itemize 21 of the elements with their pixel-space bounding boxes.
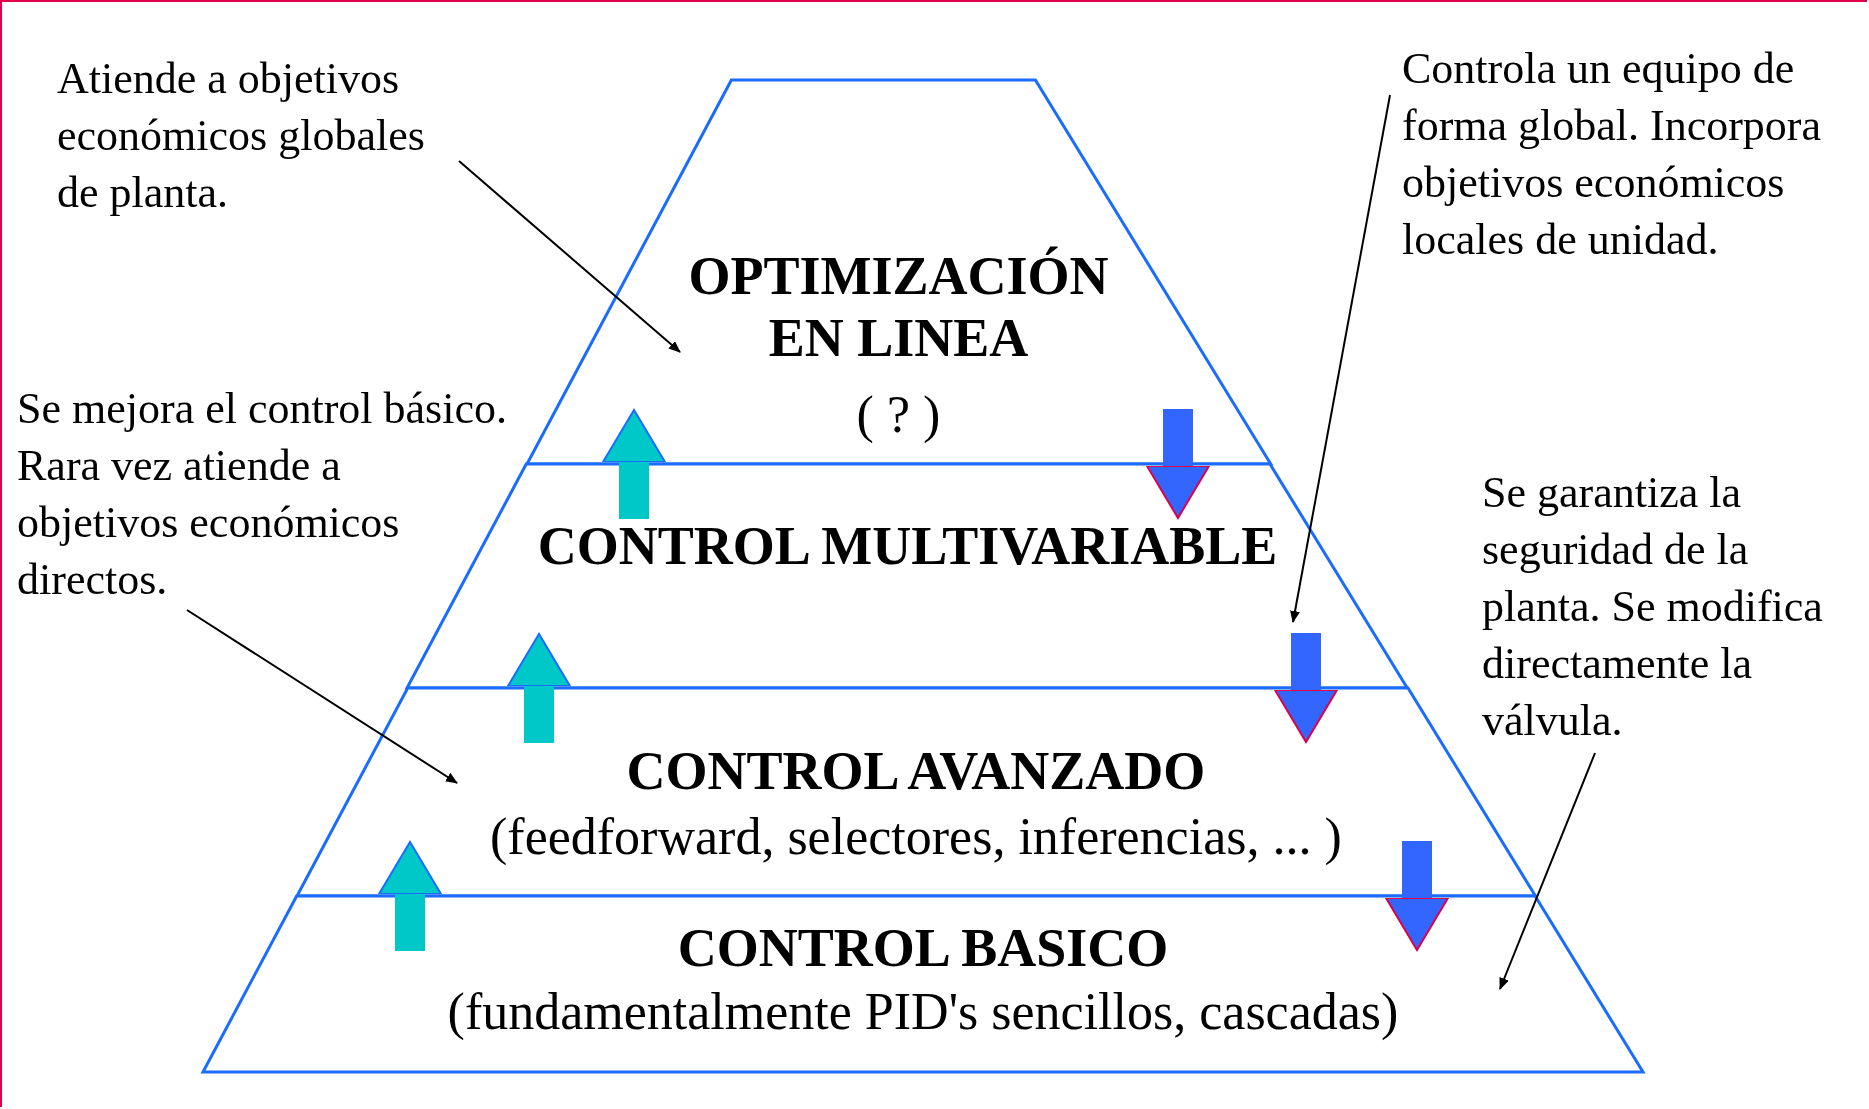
level-title: CONTROL BASICO [677, 917, 1169, 980]
leader-line [186, 609, 458, 784]
level-examples: (fundamentalmente PID's sencillos, cascadas) [447, 982, 1399, 1042]
level-title: CONTROL AVANZADO [626, 740, 1206, 803]
block-arrow [1146, 409, 1210, 519]
block-arrow [507, 633, 571, 743]
block-arrow [602, 409, 666, 519]
callout-text: Controla un equipo de forma global. Incorpora objetivos económicos locales de unidad. [1402, 40, 1869, 268]
leader-line [1499, 752, 1596, 990]
callout-text: Atiende a objetivos económicos globales de planta. [57, 50, 477, 221]
callout-text: Se mejora el control básico. Rara vez atiende a objetivos económicos directos. [17, 380, 507, 608]
level-title: CONTROL MULTIVARIABLE [537, 515, 1278, 578]
level-examples: (feedforward, selectores, inferencias, ... ) [490, 807, 1342, 867]
block-arrow [1385, 841, 1449, 951]
level-title: OPTIMIZACIÓN EN LINEA [687, 245, 1110, 370]
callout-text: Se garantiza la seguridad de la planta. Se modifica directamente la válvula. [1482, 464, 1867, 749]
leader-line [458, 160, 681, 353]
block-arrow [1274, 633, 1338, 743]
block-arrow [378, 841, 442, 951]
leader-line [1290, 94, 1391, 623]
level-examples: ( ? ) [856, 385, 941, 445]
